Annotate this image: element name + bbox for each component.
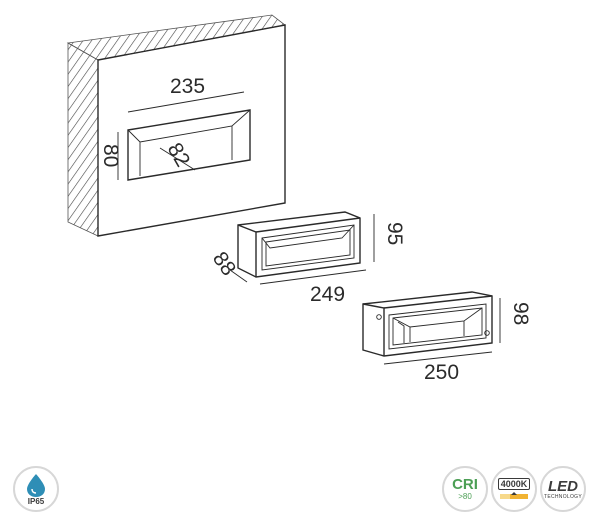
ip65-badge: IP65 xyxy=(13,466,59,512)
wall-depth-label: 82 xyxy=(163,139,195,171)
color-temp-bar-icon xyxy=(500,491,528,499)
cct-badge: 4000K xyxy=(491,466,537,512)
cct-label: 4000K xyxy=(497,477,531,490)
ip-label: IP65 xyxy=(27,497,45,506)
wall-recess-inner xyxy=(127,109,251,176)
led-sub: TECHNOLOGY xyxy=(543,493,582,500)
wall-section: 235 80 82 xyxy=(66,14,286,237)
cover-width-label: 250 xyxy=(424,361,459,384)
led-label: LED xyxy=(548,477,578,495)
box-depth-label: 88 xyxy=(208,248,240,280)
wall-left-hatch xyxy=(67,42,99,237)
wall-front-face xyxy=(97,24,286,237)
wall-width-label: 235 xyxy=(170,75,205,98)
front-cover: 98 250 xyxy=(362,291,532,384)
water-drop-icon xyxy=(27,474,45,497)
led-badge: LED TECHNOLOGY xyxy=(540,466,586,512)
wall-height-label: 80 xyxy=(99,144,122,167)
box-width-label: 249 xyxy=(310,283,345,306)
cri-label: CRI xyxy=(452,476,478,493)
cri-sub: >80 xyxy=(458,492,472,501)
cover-height-label: 98 xyxy=(509,302,532,325)
box-height-label: 95 xyxy=(383,222,406,245)
wall-recess-opening xyxy=(127,109,251,181)
wall-depth-line xyxy=(159,147,196,171)
wall-width-line xyxy=(127,91,245,113)
wall-top-hatch xyxy=(66,14,286,61)
mounting-box: 95 88 249 xyxy=(208,211,406,306)
cri-badge: CRI >80 xyxy=(442,466,488,512)
